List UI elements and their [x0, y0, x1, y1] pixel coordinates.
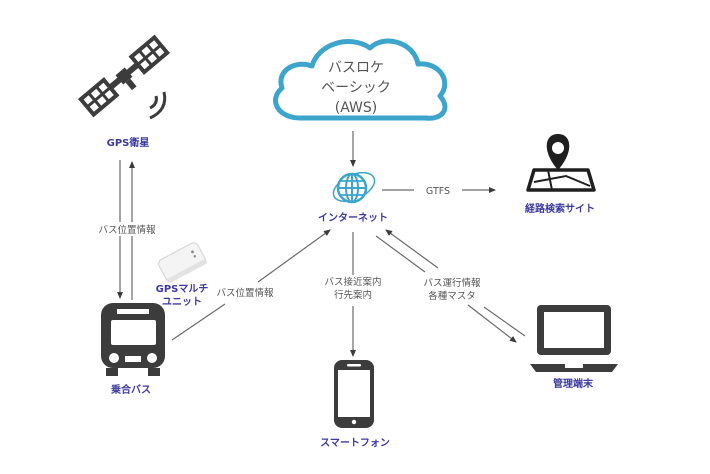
edge-label-phone-line-2: 行先案内 [334, 289, 372, 301]
smartphone-icon [334, 360, 374, 428]
globe-icon [332, 171, 376, 204]
route-search-label: 経路検索サイト [525, 202, 595, 215]
bus-icon [101, 303, 165, 376]
internet-label: インターネット [318, 212, 388, 224]
edge-label-bus-internet: バス位置情報 [216, 287, 274, 299]
laptop-icon [530, 305, 618, 372]
satellite-icon [77, 34, 171, 118]
gps-unit-label-line-1: GPSマルチ [156, 283, 209, 295]
gps-device-icon [158, 242, 207, 284]
edge-label-gtfs: GTFS [426, 186, 450, 197]
edge-bus-internet-a [171, 303, 226, 341]
edge-admin-internet-b [483, 306, 526, 337]
bus-label: 乗合バス [110, 383, 151, 396]
admin-terminal-label: 管理端末 [553, 377, 594, 390]
bus-node: 乗合バス [101, 303, 165, 396]
satellite-label: GPS衛星 [107, 136, 150, 149]
edge-label-admin-line-1: バス運行情報 [423, 277, 481, 289]
edge-label-admin-line-2: 各種マスタ [428, 290, 476, 302]
gps-unit-node: GPSマルチ ユニット [156, 242, 209, 308]
satellite-node: GPS衛星 [77, 34, 171, 149]
edge-internet-admin-b [467, 304, 517, 343]
edge-internet-admin-a [375, 235, 426, 273]
route-search-node: 経路検索サイト [525, 134, 596, 215]
cloud-label-line-1: バスロケ [328, 60, 384, 76]
edge-label-satellite-bus: バス位置情報 [98, 224, 156, 236]
admin-terminal-node: 管理端末 [530, 305, 618, 390]
cloud-label-line-3: (AWS) [335, 100, 377, 116]
cloud-label-line-2: ベーシック [321, 80, 391, 96]
map-pin-icon [526, 134, 596, 192]
smartphone-label: スマートフォン [320, 437, 390, 449]
cloud-icon [273, 38, 448, 121]
cloud-node: バスロケ ベーシック (AWS) [273, 38, 448, 121]
smartphone-node: スマートフォン [320, 360, 390, 449]
signal-icon [149, 95, 158, 110]
internet-node: インターネット [318, 171, 388, 224]
edge-bus-internet-b [257, 229, 331, 283]
edge-label-phone-line-1: バス接近案内 [324, 276, 381, 288]
edge-admin-internet-a [385, 229, 439, 269]
gps-unit-label-line-2: ユニット [162, 296, 202, 308]
